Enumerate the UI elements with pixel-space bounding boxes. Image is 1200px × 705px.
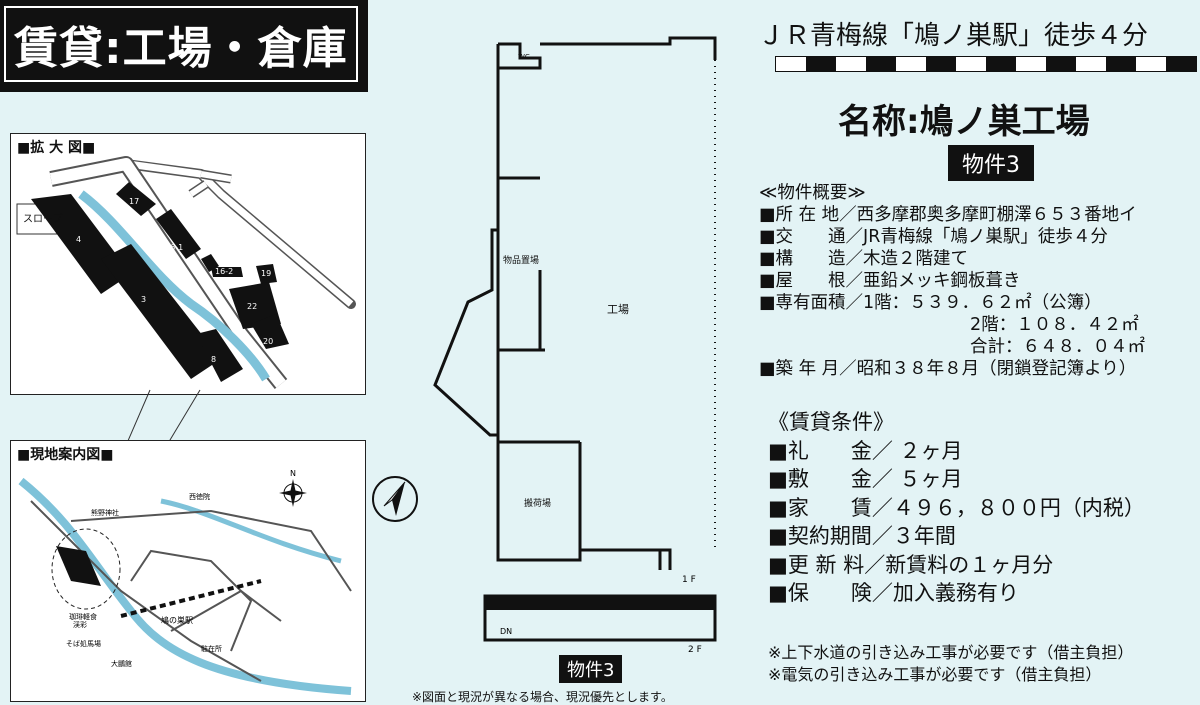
condition-line: ■更 新 料／新賃料の１ヶ月分	[768, 552, 1054, 577]
lot-3: 3	[141, 295, 146, 304]
loading-label: 搬荷場	[524, 499, 552, 509]
lot-20: 20	[263, 337, 273, 346]
conditions-heading: 《賃貸条件》	[768, 410, 894, 434]
overview-line: 2階：１０８．４２㎡	[877, 315, 1139, 335]
storage-label: 物品置場	[503, 256, 540, 266]
place-station: 鳩の巣駅	[161, 615, 193, 625]
place-taihokan: 大鵬館	[111, 659, 132, 668]
station-line: ＪＲ青梅線「鳩ノ巣駅」徒歩４分	[758, 21, 1149, 51]
zoom-map-drawing: 17 16-1 16-2 19 4 3 22 20 8	[16, 156, 356, 389]
lot-19: 19	[261, 269, 271, 278]
slope-label: スロープ	[23, 214, 63, 225]
place-soba: そば処馬場	[66, 639, 101, 648]
lot-4: 4	[76, 235, 81, 244]
overview-line: ■構 造／木造２階建て	[759, 249, 969, 269]
lot-16-1: 16-1	[165, 243, 183, 252]
plan-badge: 物件3	[559, 655, 623, 683]
lot-17: 17	[129, 197, 139, 206]
place-saitokuin: 西徳院	[189, 492, 210, 501]
condition-line: ■保 険／加入義務有り	[768, 581, 1019, 605]
overview-line: ■専有面積／1階：５３９．６２㎡（公簿）	[759, 293, 1102, 313]
lot-8: 8	[211, 355, 216, 364]
decor-stripe	[775, 56, 1197, 72]
condition-line: ■敷 金／ ５ヶ月	[768, 467, 963, 491]
dn-label: DN	[500, 627, 512, 636]
title-banner: 賃貸:工場・倉庫	[0, 0, 368, 92]
svg-text:N: N	[290, 469, 296, 478]
overview-heading: ≪物件概要≫	[759, 183, 866, 203]
overview-section: ≪物件概要≫ ■所 在 地／西多摩郡奥多摩町棚澤６５３番地イ ■交 通／JR青梅…	[759, 182, 1145, 380]
note-line: ※電気の引き込み工事が必要です（借主負担）	[768, 665, 1102, 684]
zoom-map-label: ■拡 大 図■	[17, 140, 96, 156]
location-map-drawing: 熊野神社 西徳院 珈琲軽食 渓彩 鳩の巣駅 そば処馬場 駐在所 大鵬館 N	[18, 469, 352, 695]
place-police: 駐在所	[201, 644, 222, 653]
place-kumano-shrine: 熊野神社	[91, 508, 119, 517]
lot-22: 22	[247, 302, 257, 311]
overview-line: ■屋 根／亜鉛メッキ鋼板葺き	[759, 271, 1021, 291]
place-keisai: 渓彩	[73, 620, 87, 629]
facility-name: 名称:鳩ノ巣工場	[838, 102, 1090, 142]
overview-line: ■築 年 月／昭和３８年８月（閉鎖登記簿より）	[759, 359, 1137, 379]
condition-line: ■礼 金／ ２ヶ月	[768, 438, 963, 463]
place-coffee: 珈琲軽食	[69, 612, 97, 621]
factory-label: 工場	[607, 303, 629, 316]
location-map-panel: ■現地案内図■ 熊野神社 西徳院 珈琲軽食 渓彩 鳩の巣駅 そば処馬場 駐在所 …	[10, 440, 366, 702]
condition-line: ■家 賃／４９６，８００円（内税）	[768, 495, 1145, 520]
floor1-label: 1 F	[682, 575, 696, 585]
floor-plan: 1 F DN 2 F	[433, 36, 717, 655]
conditions-section: 《賃貸条件》 ■礼 金／ ２ヶ月 ■敷 金／ ５ヶ月 ■家 賃／４９６，８００円…	[768, 408, 1145, 608]
property-badge: 物件3	[948, 145, 1034, 181]
lot-16-2: 16-2	[215, 267, 233, 276]
zoom-map-panel: ■拡 大 図■ 17 16-1 16-2 19 4 3 22 20 8 スロープ	[10, 133, 366, 395]
location-map-label: ■現地案内図■	[17, 447, 114, 463]
condition-line: ■契約期間／３年間	[768, 524, 956, 548]
overview-line: ■所 在 地／西多摩郡奥多摩町棚澤６５３番地イ	[759, 205, 1137, 225]
compass-small-icon: N	[279, 469, 307, 507]
note-line: ※上下水道の引き込み工事が必要です（借主負担）	[768, 643, 1134, 662]
notes: ※上下水道の引き込み工事が必要です（借主負担） ※電気の引き込み工事が必要です（…	[768, 642, 1133, 686]
overview-line: ■交 通／JR青梅線「鳩ノ巣駅」徒歩４分	[759, 227, 1108, 247]
floor2-label: 2 F	[688, 645, 702, 655]
overview-line: 合計：６４８．０４㎡	[877, 337, 1146, 357]
plan-note: ※図面と現況が異なる場合、現況優先とします。	[412, 690, 673, 704]
wc-label: WC	[518, 53, 530, 61]
page-title: 賃貸:工場・倉庫	[4, 6, 358, 82]
compass-icon	[372, 476, 418, 522]
